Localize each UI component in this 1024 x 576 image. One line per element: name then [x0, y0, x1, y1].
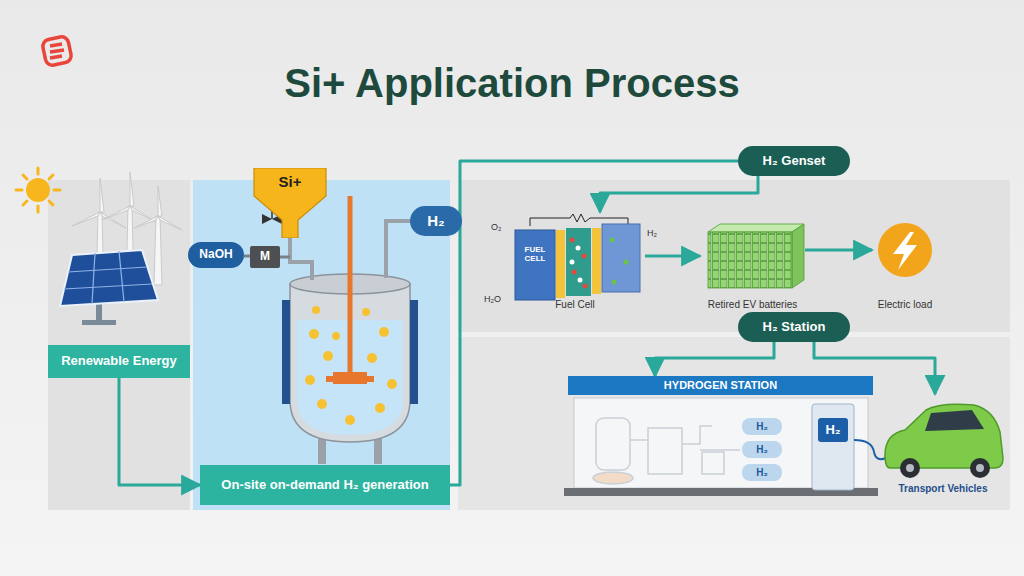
station-building	[564, 398, 886, 496]
title: Si+ Application Process	[0, 60, 1024, 106]
flow-connector	[805, 249, 872, 252]
gas-tank: H₂	[742, 441, 782, 458]
load-node: Electric load	[872, 222, 938, 310]
node-text: Retired EV batteries	[708, 299, 798, 311]
vehicle-node: Transport Vehicles	[878, 394, 1008, 494]
node-text: Fuel Cell	[555, 299, 594, 311]
process-box: Renewable Energy	[48, 345, 190, 378]
node-text: H₂ Genset	[763, 154, 826, 169]
logo	[42, 36, 73, 67]
route-pill: H₂ Genset	[738, 146, 850, 176]
gas-tank: H₂	[742, 418, 782, 435]
node-text: Transport Vehicles	[899, 483, 988, 495]
output-pill: H₂	[410, 206, 462, 236]
panel	[458, 337, 1010, 510]
panel	[458, 180, 1010, 332]
flow-connector	[600, 176, 758, 212]
fuel-cell: FUEL CELL Fuel Cell	[505, 212, 645, 310]
dispenser-panel: H₂	[818, 418, 848, 442]
port-label: H₂O	[484, 294, 501, 304]
hopper: Si+	[252, 168, 328, 238]
flow-connector	[119, 378, 200, 485]
solar-panel	[60, 250, 158, 325]
node-text: H₂	[756, 467, 768, 479]
motor-box: M	[250, 246, 280, 268]
battery-node: Retired EV batteries	[700, 222, 805, 310]
sun-icon	[16, 168, 60, 212]
port-label: O₂	[491, 222, 502, 232]
flow-connector	[655, 342, 774, 376]
node-text: NaOH	[199, 248, 232, 262]
node-text: Si+	[279, 173, 302, 190]
car-illustration	[885, 404, 1003, 478]
process-box: On-site on-demand H₂ generation	[200, 465, 450, 505]
station: HYDROGEN STATION H₂ H₂ H₂ H₂	[568, 376, 873, 494]
node-text: H₂	[756, 421, 768, 433]
node-text: H₂ Station	[763, 320, 826, 335]
node-text: HYDROGEN STATION	[568, 376, 873, 395]
port-label: H₂	[647, 228, 657, 238]
node-text: H₂	[825, 423, 840, 438]
battery-pack	[708, 224, 804, 288]
node-text: H₂	[756, 444, 768, 456]
node-text: Electric load	[878, 299, 932, 311]
flow-connector	[450, 161, 738, 485]
hopper-outline	[254, 168, 326, 238]
route-pill: H₂ Station	[738, 312, 850, 342]
panel	[193, 180, 450, 510]
node-text: H₂	[427, 212, 445, 229]
reactor-vessel	[244, 196, 418, 464]
reagent-pill: NaOH	[188, 242, 244, 268]
node-text: Renewable Energy	[61, 354, 177, 369]
gas-tank: H₂	[742, 464, 782, 481]
node-text: On-site on-demand H₂ generation	[221, 478, 428, 493]
node-text: FUEL CELL	[518, 246, 552, 264]
node-text: M	[260, 250, 270, 264]
electric-load-icon	[878, 223, 932, 277]
flow-connector	[645, 255, 700, 258]
fuel-cell-illustration	[515, 214, 640, 300]
